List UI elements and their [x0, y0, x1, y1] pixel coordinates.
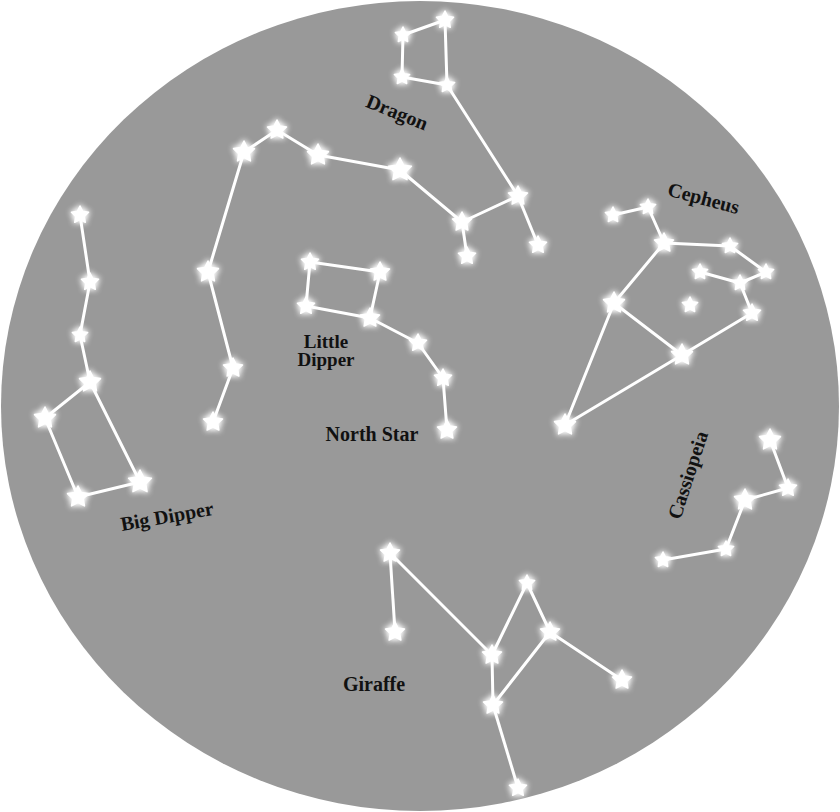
star	[540, 622, 559, 640]
star	[360, 308, 379, 326]
star	[655, 552, 670, 566]
star	[722, 238, 737, 252]
star	[394, 69, 409, 83]
star	[640, 199, 655, 213]
star	[72, 327, 87, 341]
star	[68, 486, 89, 506]
star	[223, 358, 242, 376]
star	[234, 141, 255, 161]
star	[682, 297, 697, 311]
star	[437, 420, 456, 438]
star	[758, 264, 773, 278]
star	[612, 670, 631, 688]
constellation-name: Little Dipper	[290, 333, 362, 369]
star	[370, 262, 389, 280]
star	[482, 645, 501, 663]
star	[71, 206, 88, 222]
star	[508, 186, 527, 204]
star	[203, 412, 222, 430]
star	[434, 369, 451, 385]
star	[439, 77, 454, 91]
constellation-line	[613, 207, 766, 272]
star	[519, 575, 534, 589]
star	[743, 304, 760, 320]
star	[80, 371, 101, 391]
constellation-line	[208, 85, 518, 422]
constellation-line	[370, 318, 447, 430]
star	[452, 212, 471, 230]
star	[409, 334, 426, 350]
constellation-line	[390, 553, 622, 680]
star	[81, 273, 98, 289]
star	[509, 779, 526, 795]
star	[654, 233, 673, 251]
star	[436, 11, 453, 27]
star	[779, 479, 796, 495]
star	[692, 264, 707, 278]
star	[760, 429, 781, 449]
star	[604, 292, 625, 312]
star	[267, 120, 286, 138]
star	[395, 27, 410, 41]
star	[385, 622, 404, 640]
star	[301, 253, 318, 269]
constellation-line	[682, 272, 766, 355]
star	[198, 261, 219, 281]
star-name: North Star	[326, 424, 419, 444]
star	[308, 144, 329, 164]
star	[389, 158, 412, 180]
constellation-line	[492, 632, 550, 705]
constellation-line	[45, 215, 140, 497]
star	[735, 489, 756, 509]
star	[529, 236, 546, 252]
star	[483, 695, 502, 713]
star	[35, 407, 56, 427]
constellation-line	[390, 553, 395, 632]
constellation-line	[493, 705, 518, 788]
star	[718, 541, 733, 555]
constellation-name: Giraffe	[343, 674, 405, 694]
star	[380, 543, 399, 561]
star	[458, 247, 475, 263]
star	[732, 275, 747, 289]
star	[297, 297, 314, 313]
star	[129, 470, 152, 492]
star	[555, 414, 576, 434]
constellation-line	[565, 243, 682, 425]
star	[605, 207, 620, 221]
star	[672, 344, 693, 364]
